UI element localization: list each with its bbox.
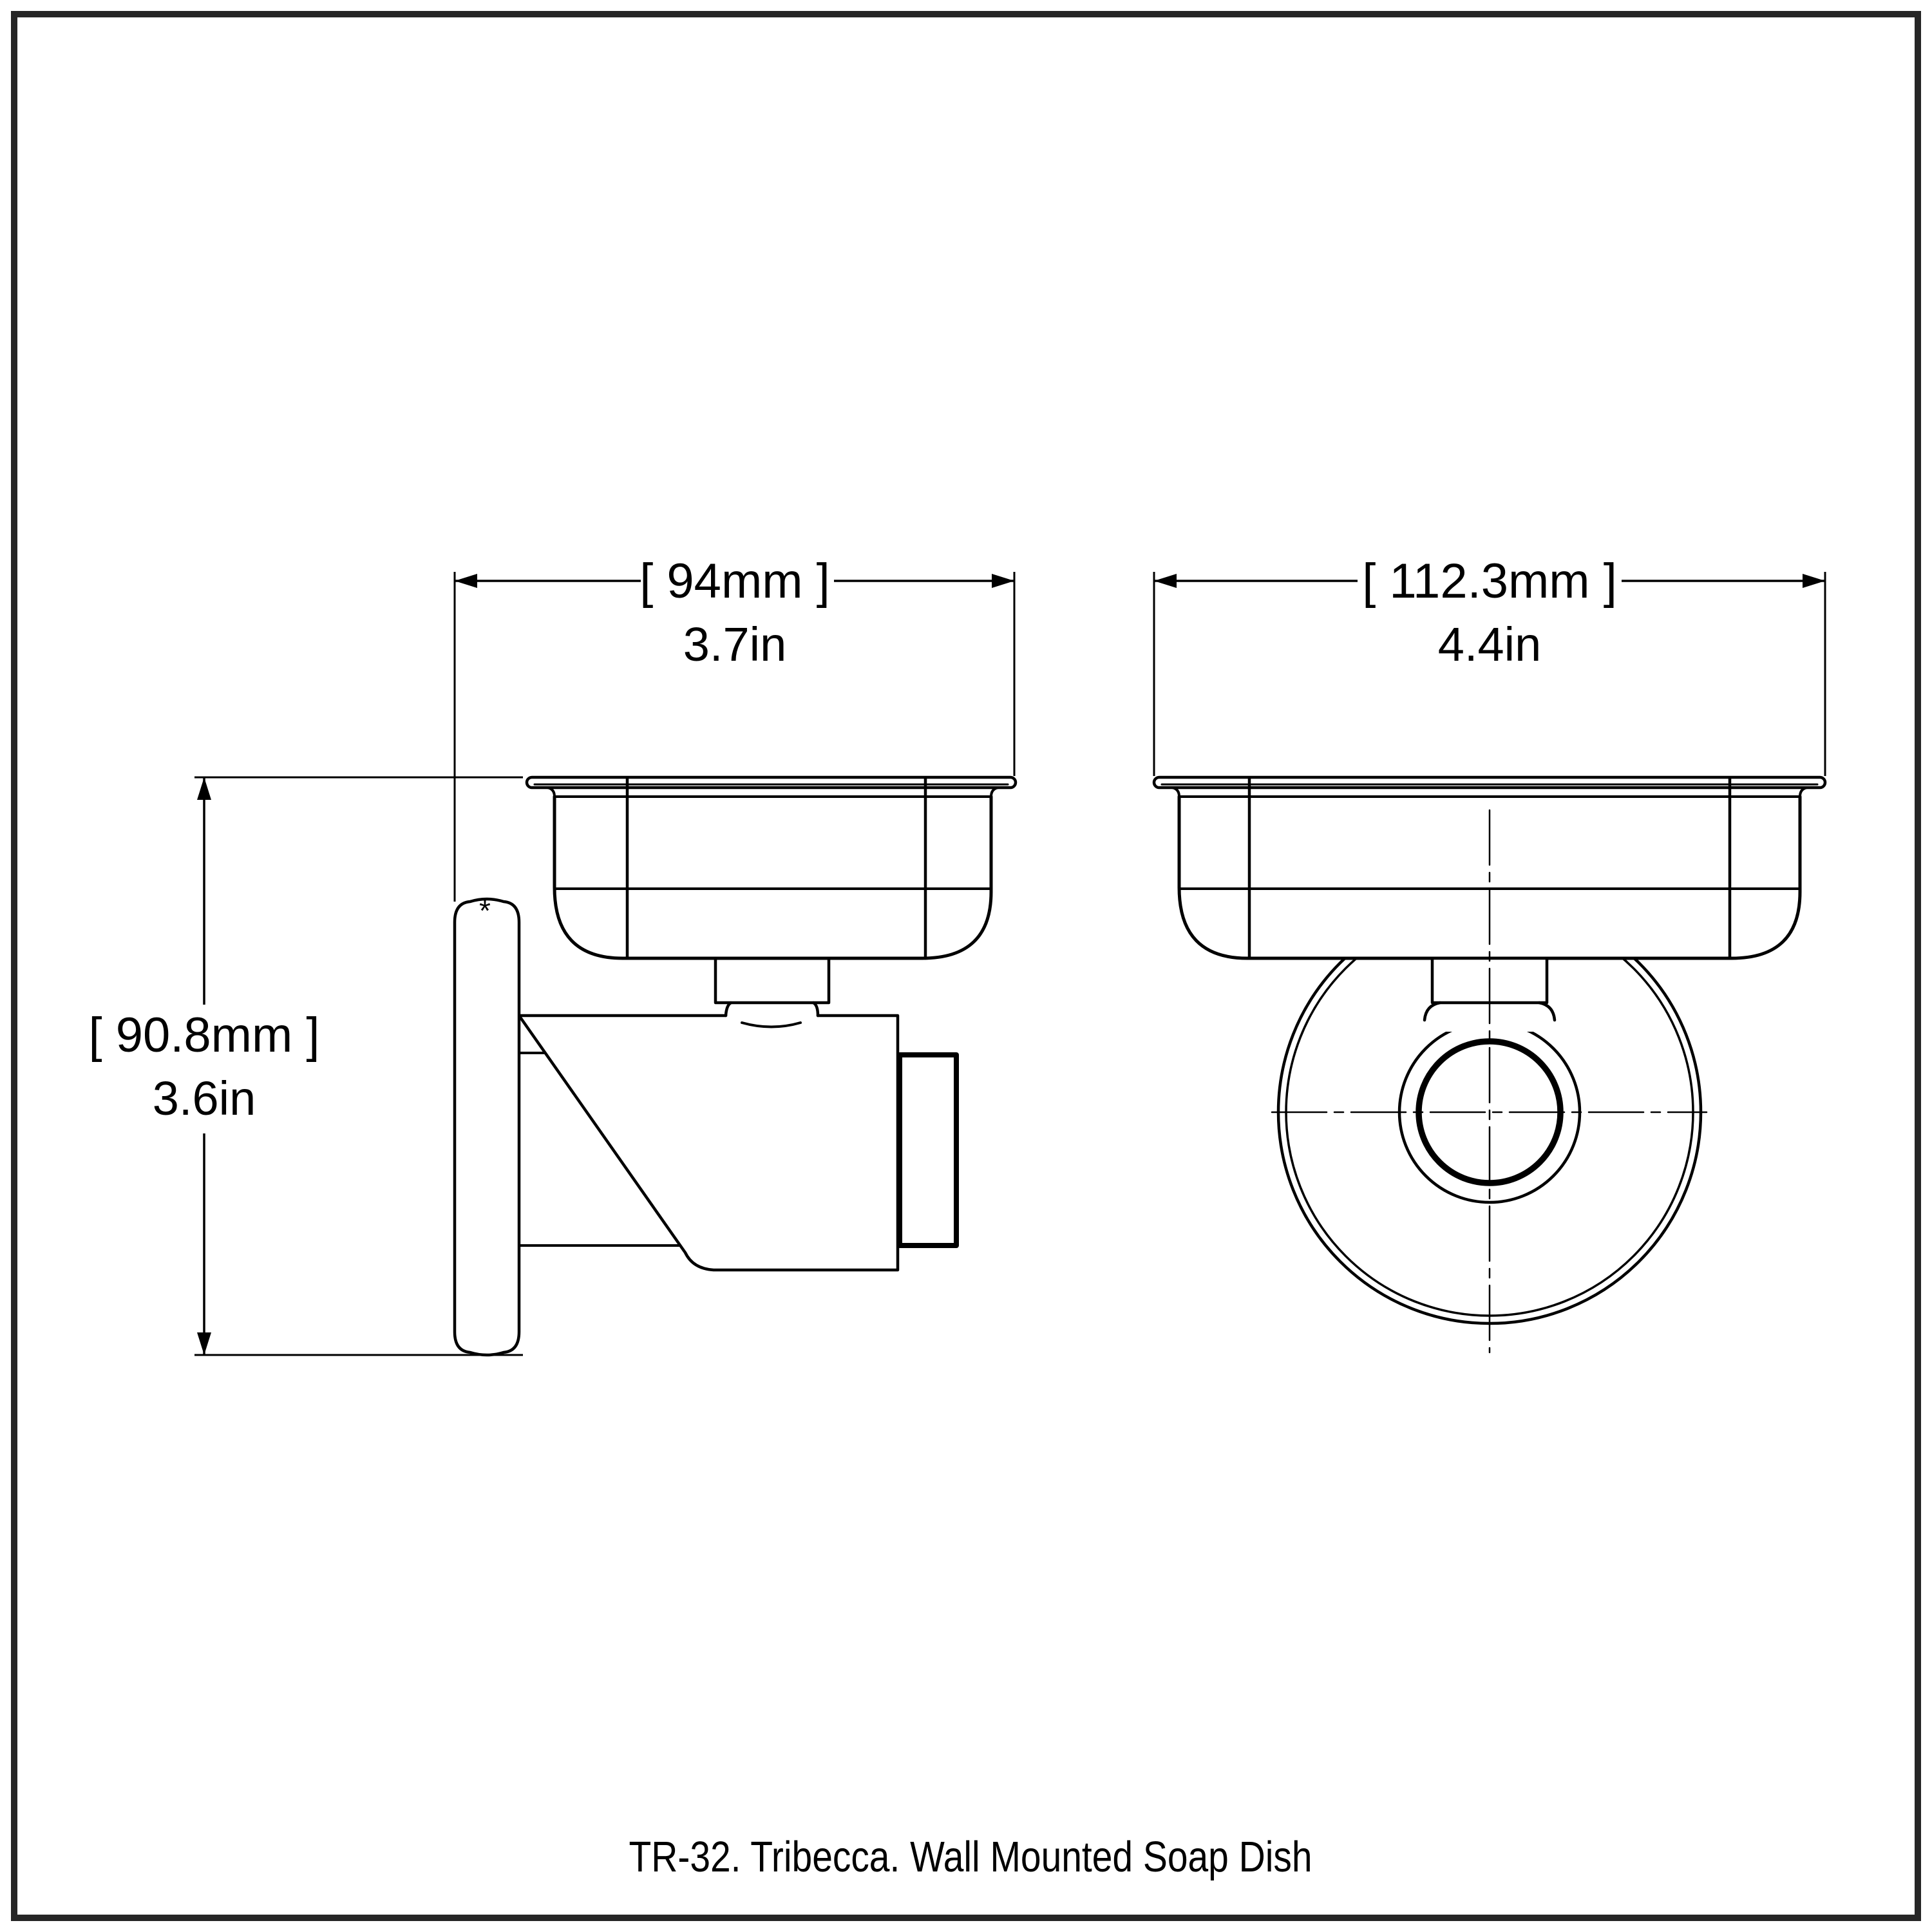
side-profile-view: *: [453, 775, 1018, 1357]
mount-arm-body: [519, 1016, 898, 1270]
arrow-up-icon: [197, 777, 211, 800]
cup-rim-front: [1152, 775, 1827, 790]
front-view: [1152, 775, 1827, 1354]
dimension-depth: [ 94mm ] 3.7in: [453, 554, 1016, 902]
arrow-down-icon: [197, 1332, 211, 1355]
page-border: [11, 11, 1921, 1921]
cup-rim-side: [525, 775, 1018, 790]
width-metric-label: [ 112.3mm ]: [1362, 554, 1617, 609]
lip-curve-left-front: [1171, 786, 1180, 798]
arrow-left-icon: [1154, 574, 1177, 588]
height-metric-label: [ 90.8mm ]: [89, 1008, 320, 1063]
depth-metric-label: [ 94mm ]: [639, 554, 830, 609]
lip-curve-right-side: [990, 786, 999, 798]
dimension-height: [ 90.8mm ] 3.6in: [89, 776, 523, 1356]
mount-arm-outline: [517, 1014, 900, 1272]
arrow-right-icon: [992, 574, 1014, 588]
wall-plate: [453, 897, 521, 1357]
height-imperial-label: 3.6in: [153, 1072, 256, 1125]
collar-bump-left-front: [1423, 1001, 1442, 1022]
arrow-left-icon: [455, 574, 477, 588]
arm-end-cap: [897, 1052, 959, 1248]
lip-curve-right-front: [1799, 786, 1808, 798]
lip-curve-left-side: [546, 786, 556, 798]
collar-bump-right-front: [1537, 1001, 1557, 1022]
drawing-caption: TR-32. Tribecca. Wall Mounted Soap Dish: [629, 1833, 1312, 1881]
footnote-marker: *: [479, 894, 491, 927]
stem-side: [714, 956, 831, 1005]
cup-body-side: [553, 795, 993, 960]
collar-fillet-left: [724, 1001, 733, 1018]
dimension-width: [ 112.3mm ] 4.4in: [1153, 554, 1826, 776]
arrow-right-icon: [1803, 574, 1825, 588]
width-imperial-label: 4.4in: [1438, 618, 1541, 671]
ball-seam-arc: [741, 1021, 802, 1028]
depth-imperial-label: 3.7in: [683, 618, 786, 671]
collar-fillet-right: [811, 1001, 820, 1018]
